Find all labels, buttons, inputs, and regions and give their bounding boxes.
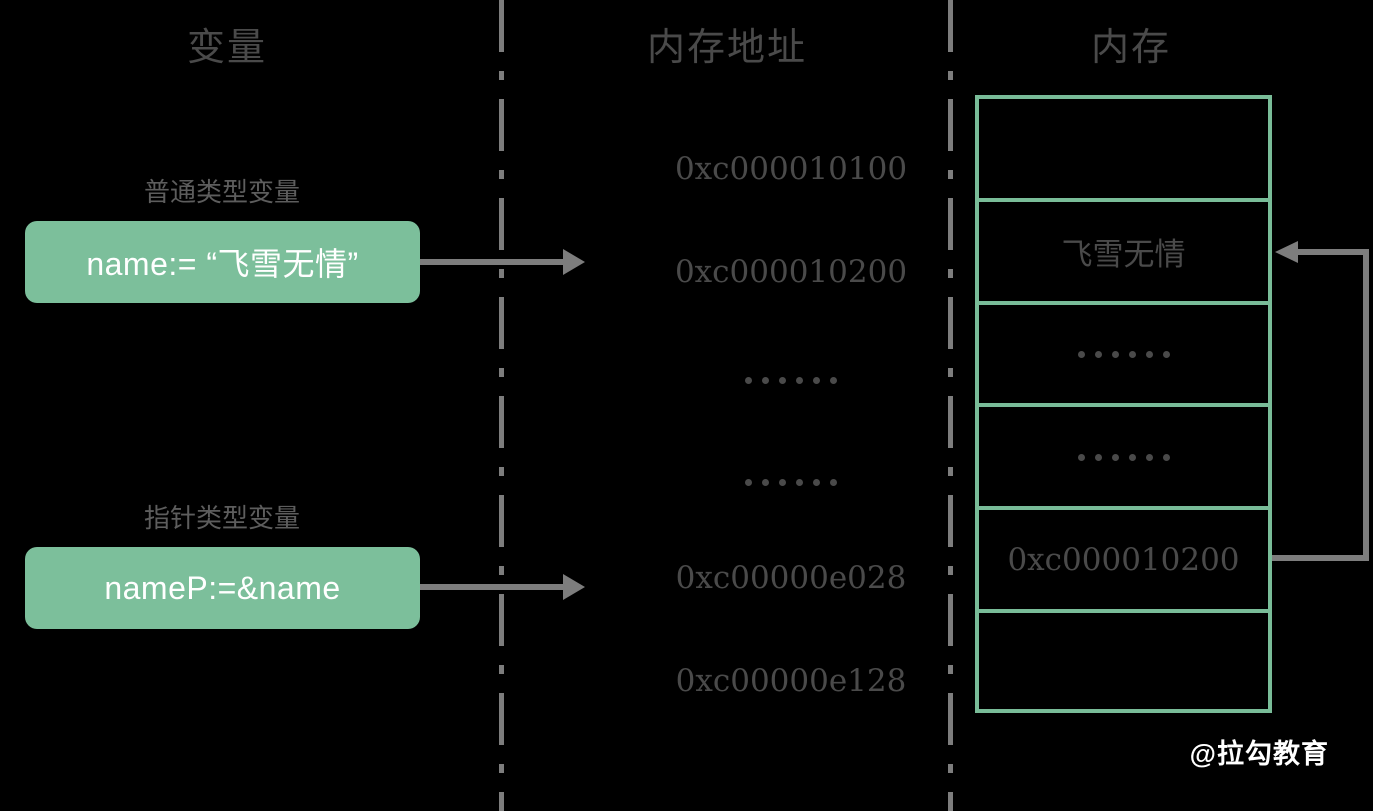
- memory-cell-5: [979, 613, 1268, 716]
- memory-block: 飞雪无情 0xc000010200: [975, 95, 1272, 713]
- memory-address-1: 0xc000010200: [674, 254, 908, 290]
- memory-cell-4: 0xc000010200: [979, 510, 1268, 613]
- memory-address-5: 0xc00000e128: [675, 663, 907, 699]
- arrow-namep-to-address-head: [563, 574, 585, 600]
- ellipsis-dots: [740, 372, 842, 388]
- column-header-memory-address: 内存地址: [646, 27, 808, 69]
- memory-cell-1-text: 飞雪无情: [1061, 236, 1186, 272]
- pointer-connector-segment-right: [1363, 249, 1369, 561]
- pointer-connector-arrow-head: [1275, 241, 1298, 263]
- memory-address-0: 0xc000010100: [674, 151, 908, 187]
- ellipsis-dots: [1073, 449, 1175, 465]
- memory-address-4: 0xc00000e028: [675, 560, 907, 596]
- column-divider-left: [499, 0, 504, 811]
- column-header-memory: 内存: [1090, 27, 1172, 69]
- watermark: @拉勾教育: [1189, 739, 1329, 769]
- variable-label-normal: 普通类型变量: [143, 177, 301, 207]
- variable-label-pointer: 指针类型变量: [143, 503, 301, 533]
- memory-cell-2: [979, 305, 1268, 408]
- variable-box-name[interactable]: name:= “飞雪无情”: [25, 221, 420, 303]
- arrow-namep-to-address-line: [420, 584, 566, 590]
- pointer-connector-segment-bottom: [1272, 555, 1369, 561]
- column-divider-right: [948, 0, 953, 811]
- memory-cell-3: [979, 407, 1268, 511]
- ellipsis-dots: [1073, 346, 1175, 362]
- memory-address-ellipsis-2: [740, 473, 842, 491]
- memory-cell-1: 飞雪无情: [979, 202, 1268, 305]
- arrow-name-to-address-line: [420, 259, 566, 265]
- variable-box-namep[interactable]: nameP:=&name: [25, 547, 420, 629]
- variable-box-namep-text: nameP:=&name: [104, 569, 341, 606]
- pointer-connector-segment-top: [1297, 249, 1369, 255]
- column-header-variable: 变量: [186, 27, 268, 69]
- memory-cell-0: [979, 99, 1268, 202]
- arrow-name-to-address-head: [563, 249, 585, 275]
- ellipsis-dots: [740, 474, 842, 490]
- memory-address-ellipsis-1: [740, 371, 842, 389]
- variable-box-name-text: name:= “飞雪无情”: [86, 246, 359, 282]
- memory-cell-4-text: 0xc000010200: [1007, 541, 1240, 578]
